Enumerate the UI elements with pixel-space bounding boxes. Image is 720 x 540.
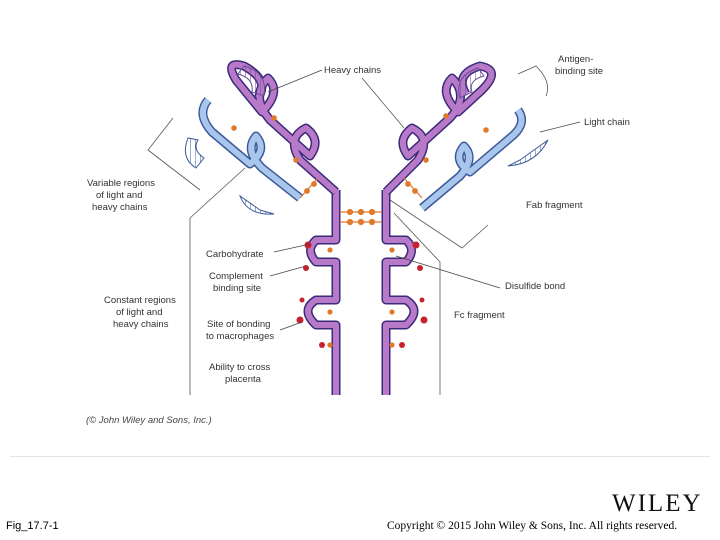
label-fc-fragment: Fc fragment [454,310,505,321]
label-constant-1: Constant regions [104,295,176,306]
label-constant-3: heavy chains [113,319,169,330]
left-heavy-arm [227,60,339,196]
credit-text: (© John Wiley and Sons, Inc.) [86,415,212,426]
right-light-chain [419,107,549,212]
right-heavy-arm [382,61,496,196]
label-light-chain: Light chain [584,117,630,128]
fc-region [303,190,419,395]
antigen-binding-tips [184,65,485,169]
constant-region-bracket [189,167,246,395]
region-brackets [147,65,549,395]
fab-bracket [389,199,489,249]
label-antigen-binding-2: binding site [555,66,603,77]
label-antigen-binding-1: Antigen- [558,54,593,65]
label-carbohydrate: Carbohydrate [206,249,264,260]
label-macrophage-1: Site of bonding [207,319,270,330]
fc-bracket [393,212,441,395]
disulfide-bonds [231,113,489,348]
label-placenta-1: Ability to cross [209,362,270,373]
carbohydrate-marks [296,241,428,348]
right-heavy-stem [381,190,419,395]
label-constant-2: of light and [116,307,162,318]
left-light-chain [198,97,303,215]
label-complement-2: binding site [213,283,261,294]
label-macrophage-2: to macrophages [206,331,274,342]
leader-lines [267,69,581,331]
wiley-logo: WILEY [612,490,703,517]
left-heavy-stem [303,190,341,395]
labels: Heavy chains Antigen- binding site Light… [86,54,630,426]
label-disulfide-bond: Disulfide bond [505,281,565,292]
label-variable-1: Variable regions [87,178,155,189]
antigen-bracket [517,65,549,97]
variable-region-bracket [147,117,201,191]
label-placenta-2: placenta [225,374,262,385]
copyright-text: Copyright © 2015 John Wiley & Sons, Inc.… [387,520,678,532]
label-fab-fragment: Fab fragment [526,200,583,211]
figure-id: Fig_17.7-1 [6,520,59,532]
label-complement-1: Complement [209,271,263,282]
label-variable-2: of light and [96,190,142,201]
label-heavy-chains: Heavy chains [324,65,381,76]
label-variable-3: heavy chains [92,202,148,213]
footer-divider [10,456,710,457]
